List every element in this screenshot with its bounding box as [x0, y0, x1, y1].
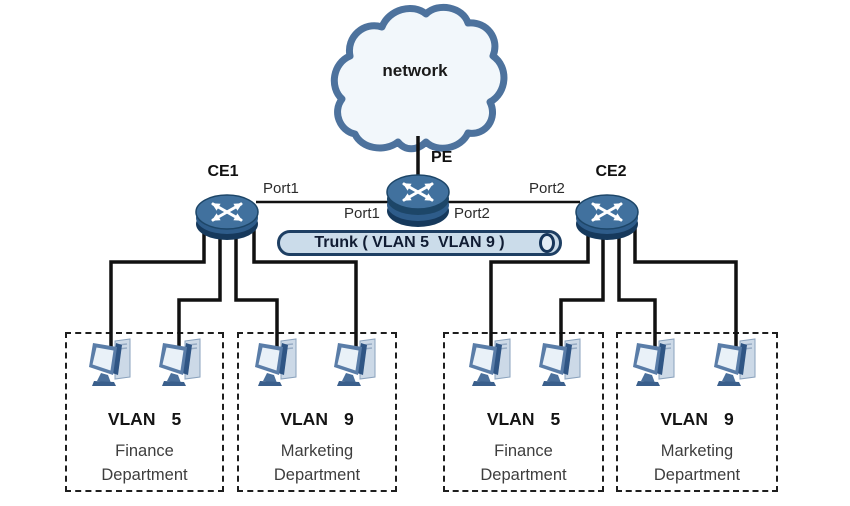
vlan-name: VLAN	[486, 409, 535, 429]
vlan-name: VLAN	[107, 409, 156, 429]
trunk-link-pill: Trunk ( VLAN 5 VLAN 9 )	[277, 230, 562, 256]
vlan-id: 5	[550, 409, 561, 429]
vlan-id: 5	[171, 409, 182, 429]
vlan-name: VLAN	[280, 409, 328, 429]
ce2-router-icon	[576, 195, 638, 240]
pe-port2-label: Port2	[454, 205, 490, 222]
ce2-label: CE2	[595, 163, 627, 180]
vlan-label: VLAN 5	[487, 410, 560, 428]
ce1-router-icon	[196, 195, 258, 240]
ce1-port1-label: Port1	[263, 180, 299, 197]
pe-router-icon	[386, 174, 450, 227]
vlan-label: VLAN 9	[660, 410, 733, 428]
trunk-cylinder-cap-icon	[539, 233, 555, 253]
department-label: Marketing Department	[273, 442, 361, 484]
vlan-id: 9	[723, 409, 734, 429]
vlan-id: 9	[343, 409, 354, 429]
vlan-group-box-finance-left: VLAN 5 Finance Department	[65, 332, 224, 492]
vlan-label: VLAN 5	[108, 410, 181, 428]
cloud-label: network	[382, 61, 448, 80]
pe-label: PE	[431, 149, 453, 166]
vlan-group-box-marketing-left: VLAN 9 Marketing Department	[237, 332, 397, 492]
department-label: Finance Department	[480, 442, 567, 484]
trunk-label: Trunk ( VLAN 5 VLAN 9 )	[314, 234, 505, 251]
department-label: Marketing Department	[653, 442, 741, 484]
vlan-group-box-finance-right: VLAN 5 Finance Department	[443, 332, 604, 492]
vlan-name: VLAN	[660, 409, 708, 429]
vlan-group-box-marketing-right: VLAN 9 Marketing Department	[616, 332, 778, 492]
ce1-label: CE1	[207, 163, 239, 180]
ce2-port2-label: Port2	[529, 180, 565, 197]
vlan-label: VLAN 9	[280, 410, 353, 428]
department-label: Finance Department	[101, 442, 188, 484]
pe-port1-label: Port1	[344, 205, 380, 222]
